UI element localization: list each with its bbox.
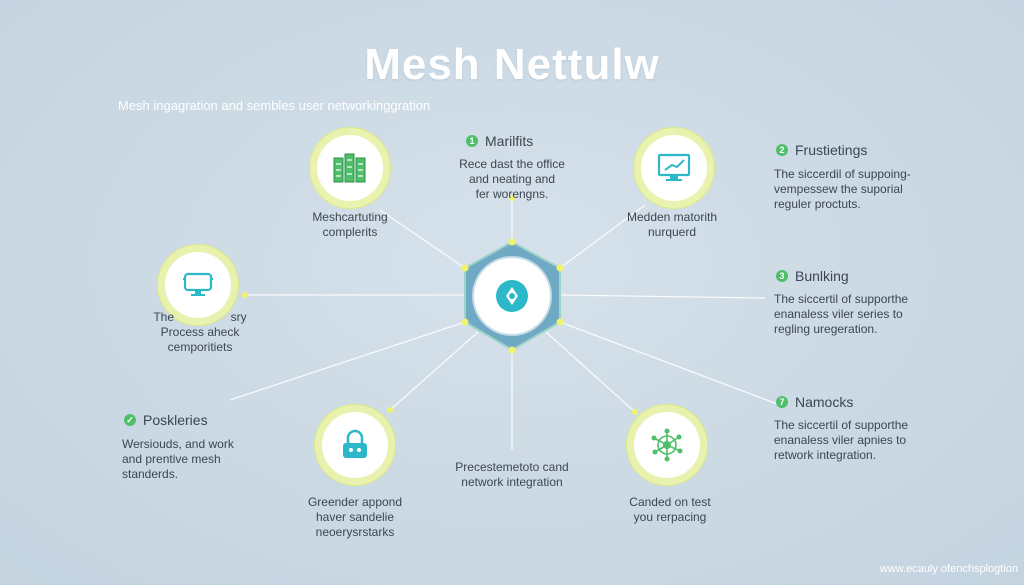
center-top-heading: 1 Marilfits (466, 133, 533, 149)
node-network-hub[interactable] (634, 412, 700, 478)
lock-icon (343, 429, 367, 458)
desktop-icon (183, 272, 213, 296)
node-server-stack[interactable] (317, 135, 383, 201)
left-item-heading: ✓ Poskleries (124, 412, 208, 428)
connector-top-right (559, 204, 646, 269)
right-item-1-heading: 2 Frustietings (776, 142, 867, 158)
connector-lower-left (229, 321, 466, 401)
connector-bottom-right (545, 331, 636, 413)
badge-1: 1 (466, 135, 478, 147)
node-monitor-chart[interactable] (641, 135, 707, 201)
node-lock[interactable] (322, 412, 388, 478)
mesh-hub-icon (496, 280, 528, 312)
footer-url[interactable]: www.ecauly ofenchsplogtion (879, 563, 1018, 575)
right-item-1-text: The siccerdil of suppoing-vempessew the … (774, 167, 911, 211)
right-item-3-heading: 7 Namocks (776, 394, 853, 410)
page-title: Mesh Nettulw (364, 40, 660, 89)
page-subtitle: Mesh ingagration and sembles user networ… (118, 98, 431, 113)
network-hub-icon (651, 428, 683, 462)
connector-bottom-left (389, 331, 479, 411)
right-item-2-heading: 3 Bunlking (776, 268, 849, 284)
connector-top-left (379, 209, 466, 269)
connector-right (559, 294, 766, 299)
connector-lower-right (559, 321, 781, 406)
monitor-chart-icon (657, 153, 691, 181)
center-hub-node[interactable] (474, 258, 550, 334)
server-stack-icon (333, 153, 366, 183)
node-desktop[interactable] (165, 252, 231, 318)
